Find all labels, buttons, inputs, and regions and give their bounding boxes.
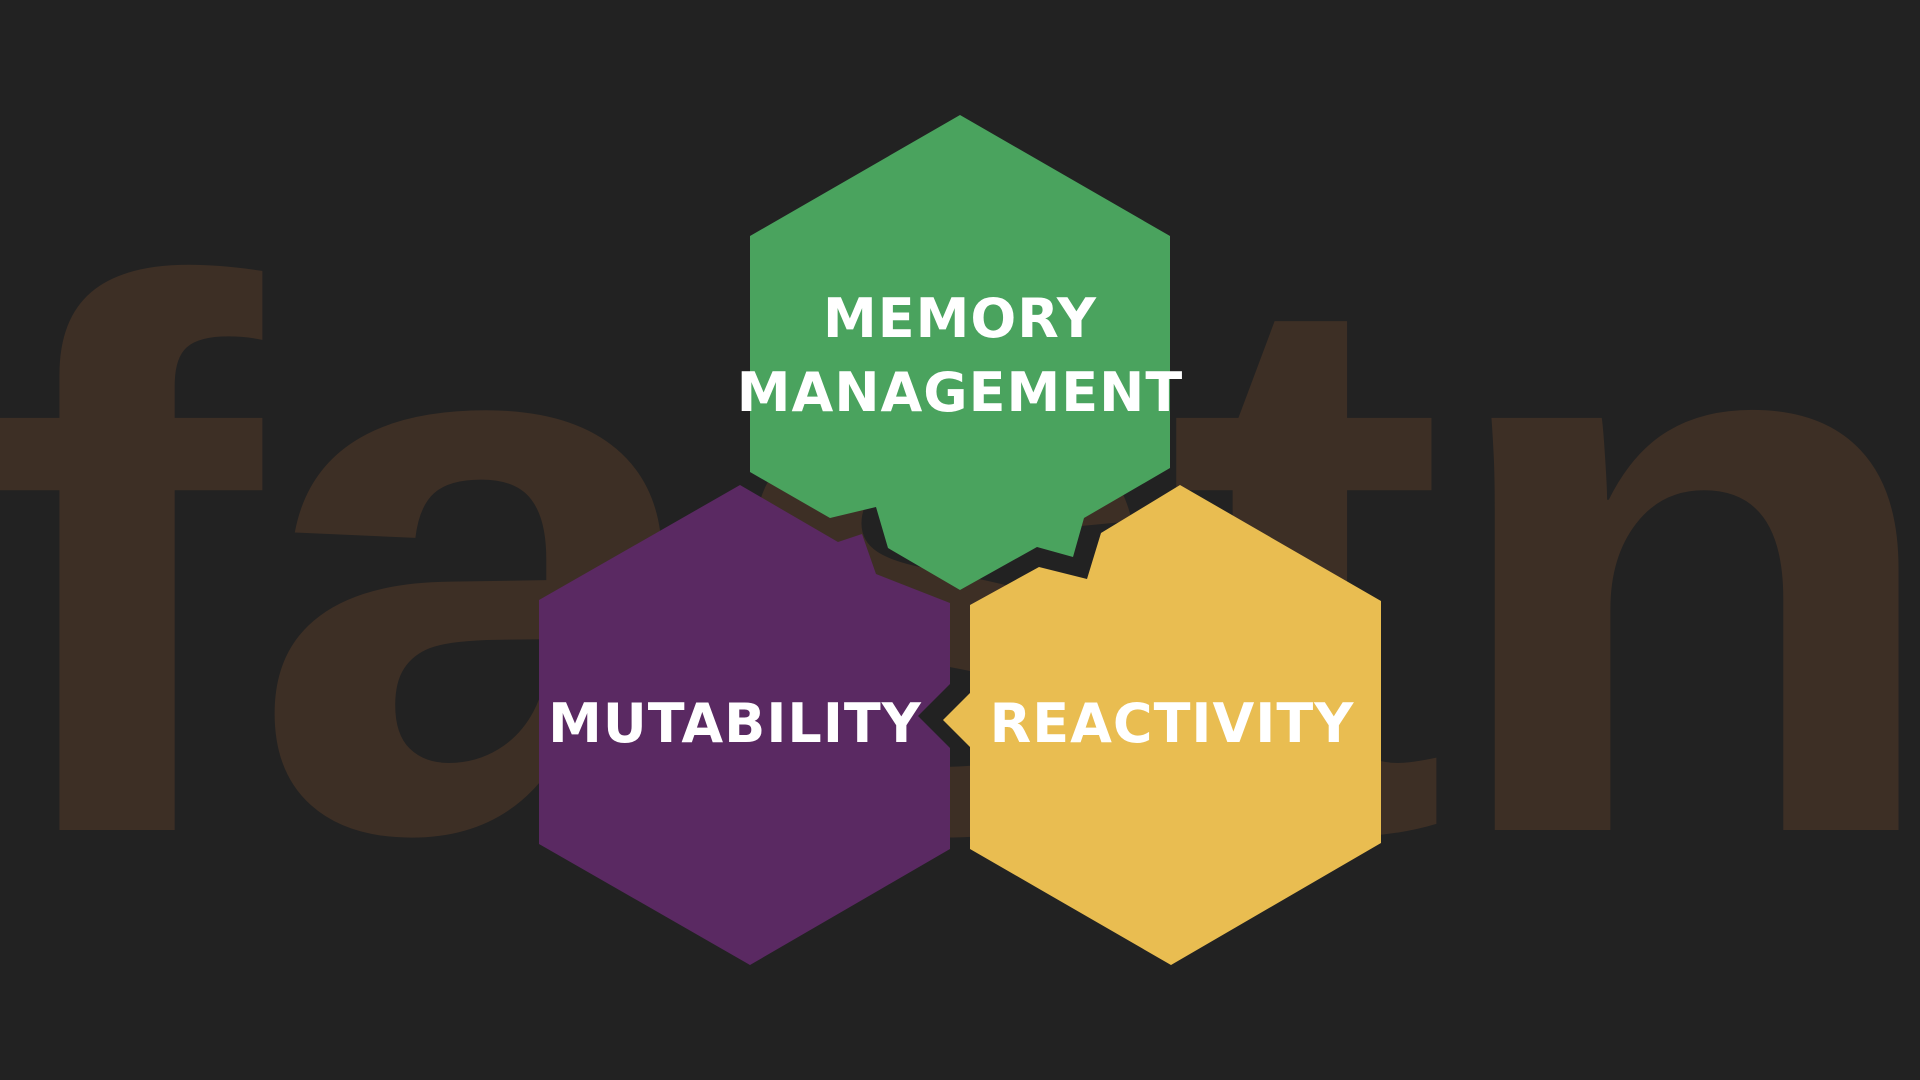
memory-label-line1: MEMORY — [823, 287, 1097, 350]
reactivity-hexagon-shape — [943, 485, 1381, 965]
hexagon-mutability: MUTABILITY — [539, 485, 950, 965]
memory-hexagon-shape — [750, 115, 1170, 590]
mutability-hexagon-shape — [539, 485, 950, 965]
hexagon-reactivity: REACTIVITY — [943, 485, 1381, 965]
mutability-label: MUTABILITY — [548, 692, 922, 755]
reactivity-label: REACTIVITY — [990, 692, 1355, 755]
memory-label-line2: MANAGEMENT — [737, 361, 1183, 424]
hexagon-memory-management: MEMORY MANAGEMENT — [737, 115, 1183, 590]
